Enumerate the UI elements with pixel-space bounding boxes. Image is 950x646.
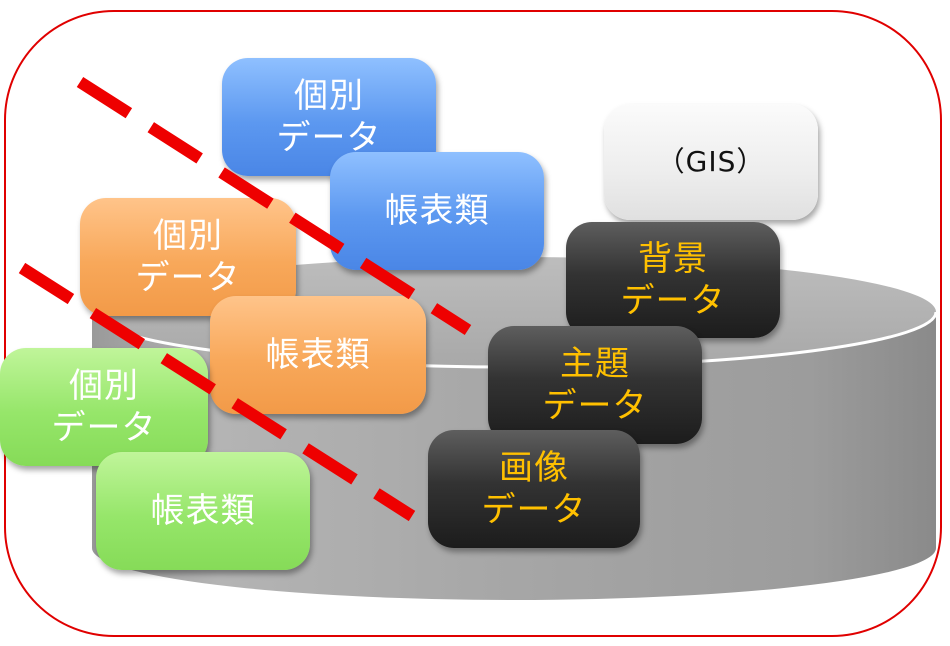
orange-ledger-label: 帳表類 [265,335,371,375]
theme-data-box: 主題 データ [488,326,702,444]
background-data-box: 背景 データ [566,222,780,338]
outer-frame [4,10,942,637]
gis-label: （GIS） [656,145,766,178]
orange-ledger-box: 帳表類 [210,296,426,414]
green-individual-data-label: 個別 データ [51,366,157,448]
image-data-box: 画像 データ [428,430,640,548]
theme-data-label: 主題 データ [542,344,648,426]
blue-ledger-label: 帳表類 [384,191,490,231]
background-data-label: 背景 データ [620,239,726,321]
green-ledger-box: 帳表類 [96,452,310,570]
blue-individual-data-label: 個別 データ [276,76,382,158]
image-data-label: 画像 データ [481,448,587,530]
blue-ledger-box: 帳表類 [330,152,544,270]
orange-individual-data-label: 個別 データ [135,216,241,298]
green-ledger-label: 帳表類 [150,491,256,531]
gis-box: （GIS） [604,104,818,220]
green-individual-data-box: 個別 データ [0,348,208,466]
